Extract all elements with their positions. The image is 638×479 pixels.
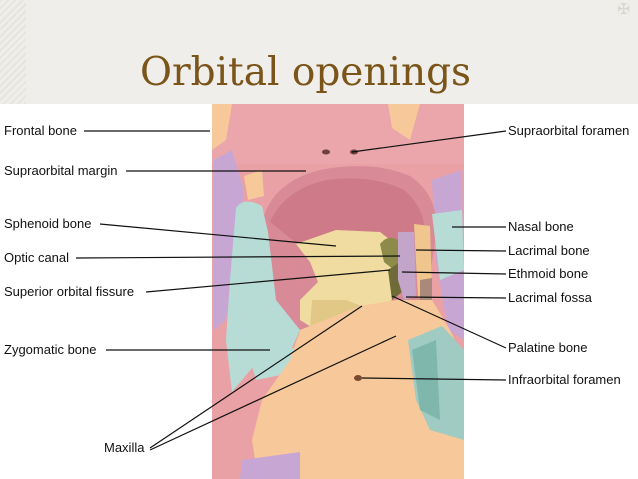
label-supraorbital-foramen: Supraorbital foramen — [508, 123, 630, 138]
lacrimal-fossa-shape — [420, 278, 432, 302]
infraorbital-foramen-dot — [354, 375, 362, 381]
leader-line-sphenoid-bone — [99, 223, 337, 247]
label-sphenoid-bone: Sphenoid bone — [4, 216, 92, 231]
label-supraorbital-margin: Supraorbital margin — [4, 163, 118, 178]
label-superior-orbital-fissure: Superior orbital fissure — [4, 284, 135, 299]
frontal-fleck-left — [212, 104, 232, 150]
ethmoid-bone-shape — [398, 232, 416, 300]
label-lacrimal-fossa: Lacrimal fossa — [508, 290, 592, 305]
nasal-cavity-shadow — [412, 340, 440, 420]
title-band: ✠ Orbital openings — [0, 0, 638, 104]
title-band-stripes — [0, 0, 26, 104]
clover-icon: ✠ — [617, 1, 630, 18]
leader-line-optic-canal — [75, 255, 401, 259]
leader-line-infraorbital-foramen — [361, 377, 507, 381]
leader-line-maxilla-1 — [149, 305, 363, 449]
leader-line-supraorbital-foramen — [351, 130, 507, 153]
leader-line-superior-orbital-fissure — [145, 269, 391, 293]
label-infraorbital-foramen: Infraorbital foramen — [508, 372, 621, 387]
label-optic-canal: Optic canal — [4, 250, 70, 265]
leader-line-maxilla-2 — [149, 335, 397, 451]
orbit-roof-shadow — [270, 178, 425, 246]
leader-line-lacrimal-bone — [415, 249, 507, 252]
supraorbital-foramen-dot-1 — [322, 149, 330, 155]
frontal-fleck-orbit-left — [244, 170, 264, 200]
leader-line-ethmoid-bone — [401, 271, 507, 275]
optic-canal-shape — [380, 237, 402, 270]
frontal-bone-upper — [212, 104, 464, 164]
maxilla-lower-strip — [240, 452, 300, 479]
label-nasal-bone: Nasal bone — [508, 219, 574, 234]
frontal-fleck-right — [388, 104, 420, 140]
label-zygomatic-bone: Zygomatic bone — [4, 342, 97, 357]
zygomatic-bone-shape — [226, 201, 300, 392]
label-frontal-bone: Frontal bone — [4, 123, 77, 138]
label-maxilla: Maxilla — [104, 440, 145, 455]
slide-title: Orbital openings — [140, 50, 472, 95]
label-palatine-bone: Palatine bone — [508, 340, 588, 355]
label-lacrimal-bone: Lacrimal bone — [508, 243, 590, 258]
leader-line-lacrimal-fossa — [405, 296, 507, 299]
label-ethmoid-bone: Ethmoid bone — [508, 266, 589, 281]
leader-line-palatine-bone — [391, 295, 507, 349]
